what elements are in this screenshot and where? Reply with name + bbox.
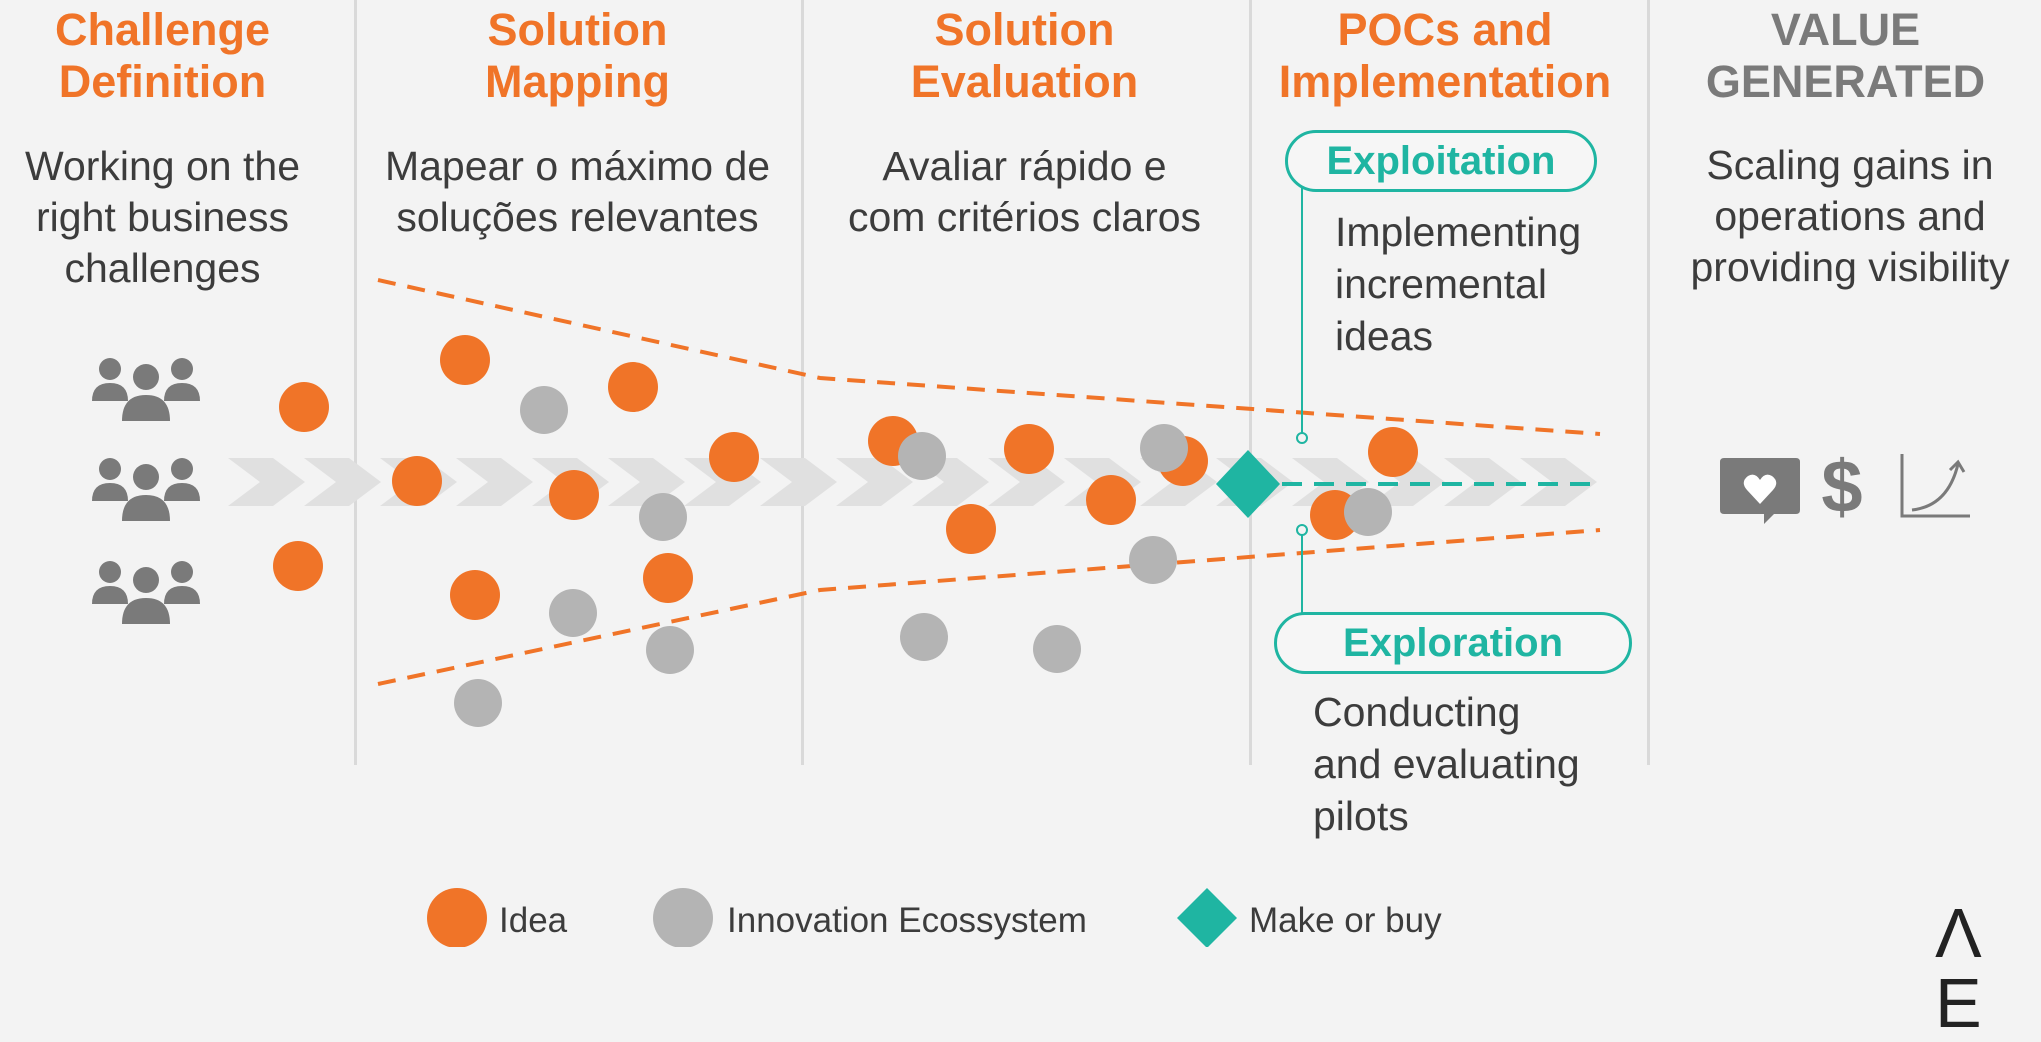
growth-chart-icon	[1900, 454, 1970, 518]
column-title-solution-evaluation: Solution Evaluation	[910, 4, 1139, 107]
process-arrow	[228, 458, 1597, 506]
ecosystem-dot	[898, 432, 946, 480]
column-title-challenge-definition: Challenge Definition	[54, 4, 271, 107]
idea-dot	[392, 456, 442, 506]
legend-idea-marker	[427, 888, 487, 947]
column-desc-solution-mapping: Mapear o máximo de soluções relevantes	[384, 143, 771, 240]
exploration-connector-dot	[1296, 524, 1308, 536]
column-divider	[354, 0, 357, 765]
ecosystem-dot	[549, 589, 597, 637]
column-desc-value-generated: Scaling gains in operations and providin…	[1690, 142, 2010, 290]
exploitation-description: Implementing incremental ideas	[1335, 209, 1582, 359]
legend-make-or-buy-label: Make or buy	[1249, 901, 1442, 940]
funnel-diagram: $	[92, 184, 1970, 947]
idea-dot	[440, 335, 490, 385]
people-group-icon	[92, 561, 200, 624]
idea-dot	[608, 362, 658, 412]
ecosystem-dots	[454, 386, 1177, 727]
exploitation-pill: Exploitation	[1285, 130, 1597, 192]
column-divider	[801, 0, 804, 765]
legend-make-or-buy-marker	[1177, 888, 1237, 947]
idea-dot	[1086, 475, 1136, 525]
idea-dot	[1368, 427, 1418, 477]
column-desc-challenge-definition: Working on the right business challenges	[24, 143, 300, 291]
ecosystem-dot	[1140, 424, 1188, 472]
legend-ecosystem-label: Innovation Ecossystem	[727, 901, 1087, 940]
idea-dot	[709, 432, 759, 482]
legend-ecosystem-marker	[653, 888, 713, 947]
funnel-upper-line	[377, 278, 1601, 436]
idea-dot	[549, 470, 599, 520]
column-divider	[1249, 0, 1252, 765]
ecosystem-dot	[639, 493, 687, 541]
column-divider	[1647, 0, 1650, 765]
ecosystem-dot	[1033, 625, 1081, 673]
ecosystem-dots-front	[898, 424, 1392, 536]
company-logo: Λ E	[1935, 894, 1982, 1042]
column-title-value-generated: VALUE GENERATED	[1705, 4, 1986, 107]
column-desc-solution-evaluation: Avaliar rápido e com critérios claros	[847, 143, 1202, 240]
idea-dot	[643, 553, 693, 603]
feedback-heart-icon	[1720, 458, 1800, 524]
dollar-icon: $	[1821, 445, 1862, 528]
idea-dot	[279, 382, 329, 432]
column-title-pocs-implementation: POCs and Implementation	[1278, 4, 1612, 107]
column-title-solution-mapping: Solution Mapping	[485, 4, 670, 107]
ecosystem-dot	[646, 626, 694, 674]
exploration-pill: Exploration	[1274, 612, 1632, 674]
people-group-icon	[92, 458, 200, 521]
make-or-buy-diamond	[1216, 450, 1280, 518]
idea-dot	[450, 570, 500, 620]
idea-dot	[946, 504, 996, 554]
exploration-description: Conducting and evaluating pilots	[1313, 689, 1580, 839]
ecosystem-dot	[1129, 536, 1177, 584]
ecosystem-dot	[1344, 488, 1392, 536]
idea-dot	[273, 541, 323, 591]
ecosystem-dot	[900, 613, 948, 661]
idea-dot	[1004, 424, 1054, 474]
funnel-lower-line	[377, 528, 1601, 686]
ecosystem-dot	[520, 386, 568, 434]
people-group-icon	[92, 358, 200, 421]
legend-idea-label: Idea	[499, 901, 568, 940]
exploitation-connector-dot	[1296, 432, 1308, 444]
ecosystem-dot	[454, 679, 502, 727]
